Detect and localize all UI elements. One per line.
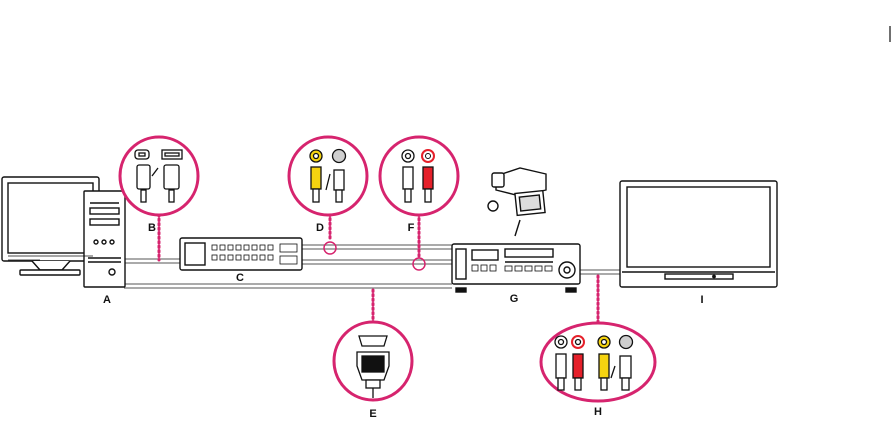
video-deck-vtr-icon (452, 244, 580, 292)
av-output-connector-icon (541, 323, 655, 401)
rs422-serial-connector-icon (334, 322, 412, 400)
capture-card-breakout-box-icon (180, 238, 302, 270)
tv-monitor-icon (620, 181, 777, 287)
label-a: A (103, 294, 111, 306)
label-h: H (594, 406, 602, 418)
label-c: C (236, 272, 244, 284)
highlight-ring-d (324, 242, 336, 254)
label-e: E (369, 408, 376, 420)
firewire-usb-connector-icon (120, 137, 198, 215)
label-f: F (408, 222, 415, 234)
label-b: B (148, 222, 156, 234)
label-d: D (316, 222, 324, 234)
rca-audio-connector-icon (380, 137, 458, 215)
camcorder-icon (488, 168, 546, 236)
composite-svideo-connector-icon (289, 137, 367, 215)
label-i: I (700, 294, 703, 306)
desktop-computer-icon (2, 177, 125, 287)
label-g: G (510, 293, 519, 305)
